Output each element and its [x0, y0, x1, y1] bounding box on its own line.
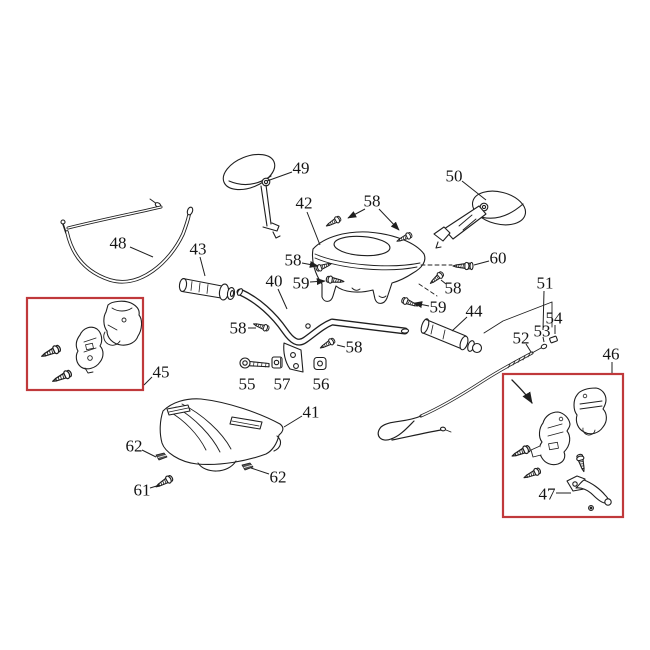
screw-58-top-a — [324, 214, 343, 230]
part-label-45: 45 — [153, 363, 170, 382]
part-label-49: 49 — [293, 159, 310, 178]
part-label-44: 44 — [466, 302, 484, 321]
right-switch-housing-part — [509, 379, 607, 482]
leader-line — [473, 260, 490, 266]
clip-62-right — [241, 462, 254, 471]
part-label-59: 59 — [430, 298, 447, 317]
part-label-46: 46 — [603, 345, 620, 364]
leader-line — [542, 290, 545, 331]
nut-56-part — [313, 356, 327, 371]
part-label-60: 60 — [490, 249, 507, 268]
leader-line — [199, 256, 206, 277]
part-label-51: 51 — [537, 274, 554, 293]
screw-59-right — [400, 295, 420, 310]
part-label-53: 53 — [534, 322, 551, 341]
leader-line — [542, 336, 545, 343]
leader-line — [378, 208, 400, 231]
part-label-55: 55 — [239, 375, 256, 394]
screw-58-bar-left — [251, 320, 271, 333]
leader-line — [347, 208, 366, 219]
left-grip-part — [178, 277, 236, 301]
right-switch-assembly-box — [501, 372, 625, 519]
leader-line — [141, 449, 157, 458]
leader-line — [336, 344, 346, 348]
assembly-dashed-lines — [418, 264, 453, 297]
part-label-54: 54 — [546, 309, 564, 328]
highlight-boxes-layer — [25, 296, 625, 519]
bolt-60-part — [452, 261, 474, 271]
part-label-62: 62 — [270, 468, 287, 487]
leader-line — [440, 279, 447, 285]
part-label-57: 57 — [274, 375, 292, 394]
part-label-58: 58 — [346, 338, 363, 357]
screw-58-bar-right — [318, 336, 337, 352]
right-grip-part — [420, 318, 483, 354]
part-label-58: 58 — [445, 279, 462, 298]
part-label-58: 58 — [364, 192, 381, 211]
throttle-cable-part — [60, 198, 194, 284]
part-label-56: 56 — [313, 375, 330, 394]
leader-line — [301, 261, 319, 268]
part-label-50: 50 — [446, 167, 463, 186]
part-label-59: 59 — [293, 274, 310, 293]
part-label-40: 40 — [266, 272, 283, 291]
part-label-43: 43 — [190, 240, 207, 259]
part-label-52: 52 — [513, 329, 530, 348]
screw-58-right — [427, 270, 446, 287]
front-cover-part — [311, 231, 426, 304]
leader-line — [283, 415, 303, 428]
leader-line — [451, 316, 468, 332]
leader-line — [413, 301, 430, 309]
part-label-42: 42 — [296, 194, 313, 213]
leader-line — [250, 467, 270, 475]
left-switch-assembly-box — [25, 296, 145, 392]
part-label-47: 47 — [539, 485, 557, 504]
leader-line — [266, 171, 293, 182]
part-label-48: 48 — [110, 234, 127, 253]
right-mirror-part — [433, 190, 527, 249]
leader-line — [129, 246, 154, 258]
rear-cover-part — [159, 398, 284, 472]
leader-line — [461, 180, 487, 201]
brake-cable-part — [377, 301, 558, 441]
handlebar-part — [236, 288, 410, 373]
leader-line — [149, 484, 161, 489]
leader-line — [309, 278, 326, 286]
brake-lever-part — [566, 475, 612, 511]
clip-62-left — [155, 452, 168, 461]
screw-61 — [153, 473, 175, 491]
part-label-58: 58 — [230, 319, 247, 338]
part-label-61: 61 — [134, 481, 151, 500]
nut-57-part — [271, 356, 283, 369]
left-mirror-part — [222, 153, 281, 239]
leader-line — [143, 376, 153, 386]
part-label-62: 62 — [126, 437, 143, 456]
leader-line — [277, 288, 288, 310]
part-label-58: 58 — [285, 251, 302, 270]
bolt-55-part — [239, 357, 270, 369]
part-label-41: 41 — [303, 403, 320, 422]
leader-line — [306, 211, 321, 246]
left-switch-housing-part — [39, 300, 143, 386]
leader-line — [525, 343, 532, 353]
